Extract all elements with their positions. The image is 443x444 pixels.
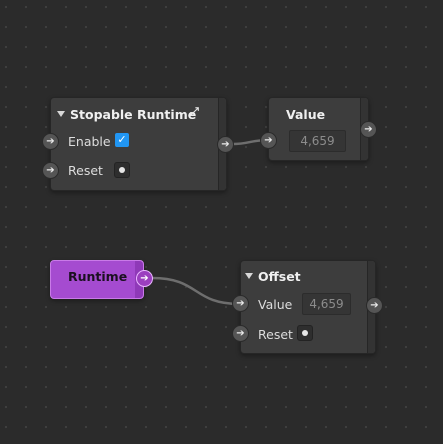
offset-output-port[interactable]: ➔ bbox=[366, 297, 383, 314]
expand-arrows-icon[interactable]: ⤢ bbox=[190, 105, 199, 118]
enable-input-port[interactable]: ➔ bbox=[42, 133, 59, 150]
value-input-port[interactable]: ➔ bbox=[260, 132, 277, 149]
node-title[interactable]: Runtime bbox=[68, 269, 128, 284]
offset-reset-label: Reset bbox=[258, 327, 293, 342]
offset-reset-trigger-button[interactable] bbox=[297, 325, 313, 341]
node-title[interactable]: Offset bbox=[245, 269, 301, 284]
runtime-node[interactable]: Runtime bbox=[50, 260, 144, 299]
reset-trigger-button[interactable] bbox=[114, 162, 130, 178]
offset-value-label: Value bbox=[258, 297, 293, 312]
value-output-port[interactable]: ➔ bbox=[360, 121, 377, 138]
offset-value-input-port[interactable]: ➔ bbox=[232, 295, 249, 312]
node-title[interactable]: Value bbox=[286, 107, 326, 122]
enable-label: Enable bbox=[68, 134, 111, 149]
collapse-triangle-icon[interactable] bbox=[245, 273, 253, 279]
runtime-output-port[interactable]: ➔ bbox=[136, 270, 153, 287]
stopable-runtime-node[interactable]: Stopable Runtime ⤢ bbox=[50, 97, 227, 191]
enable-checkbox[interactable]: ✓ bbox=[115, 133, 129, 147]
offset-value-field[interactable]: 4,659 bbox=[302, 293, 351, 315]
stopable-runtime-output-port[interactable]: ➔ bbox=[217, 136, 234, 153]
collapse-triangle-icon[interactable] bbox=[57, 111, 65, 117]
offset-node[interactable]: Offset Value 4,659 Reset bbox=[240, 260, 376, 354]
node-title[interactable]: Stopable Runtime bbox=[57, 107, 196, 122]
value-display: 4,659 bbox=[289, 130, 346, 152]
reset-label: Reset bbox=[68, 163, 103, 178]
value-node[interactable]: Value 4,659 bbox=[268, 97, 369, 161]
reset-input-port[interactable]: ➔ bbox=[42, 162, 59, 179]
offset-reset-input-port[interactable]: ➔ bbox=[232, 325, 249, 342]
